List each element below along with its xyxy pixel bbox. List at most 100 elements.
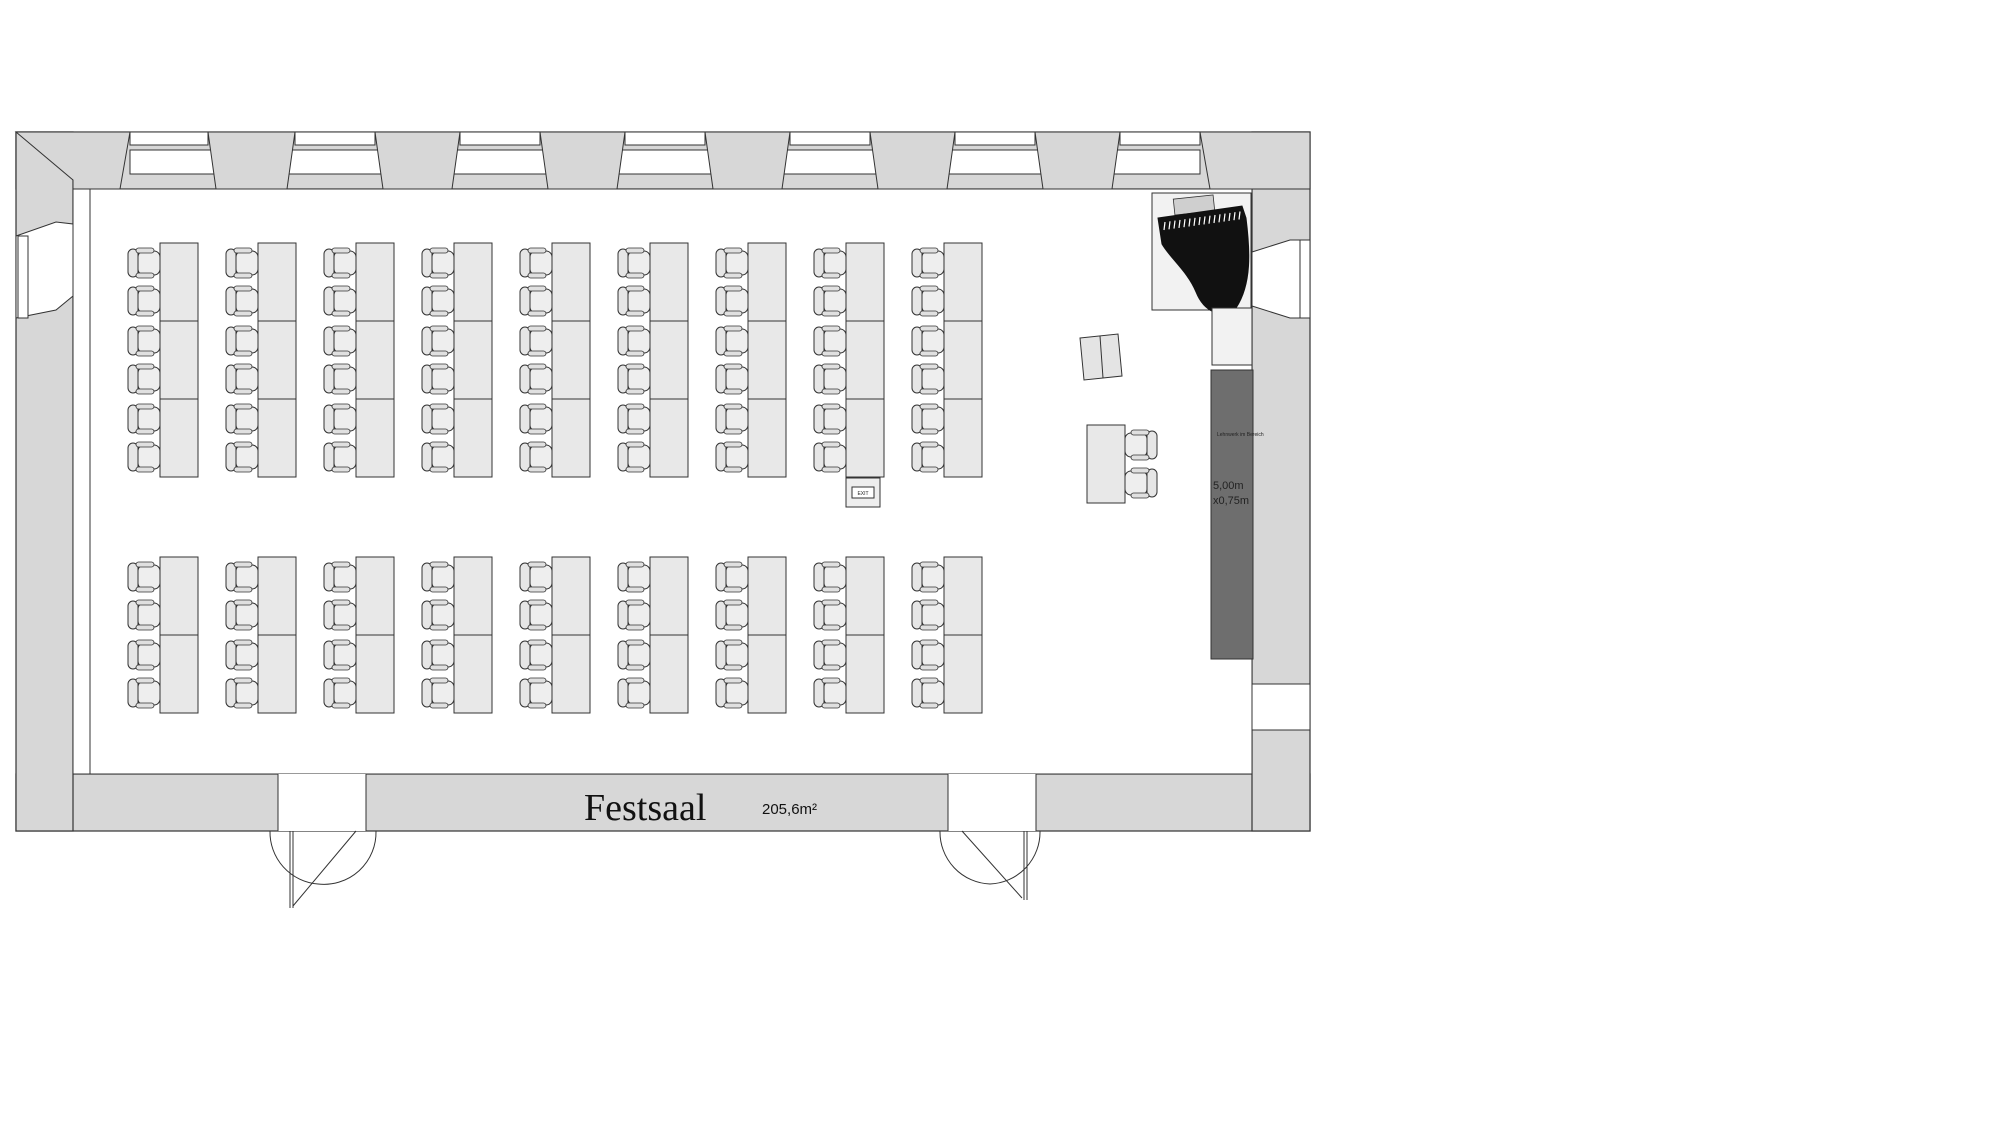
table-group xyxy=(225,634,297,714)
right-wall-opening xyxy=(1251,683,1311,731)
exit-sign-label: EXIT xyxy=(857,491,868,497)
chair-icon xyxy=(519,247,553,279)
chair-icon xyxy=(617,325,651,357)
table-group xyxy=(911,556,983,636)
door-left[interactable] xyxy=(269,774,377,908)
table-icon xyxy=(747,634,787,714)
piano-key xyxy=(1213,214,1216,224)
stage-label: Lehnwerk im Bereich xyxy=(1217,432,1264,438)
chair-icon xyxy=(323,363,357,395)
table-icon xyxy=(257,398,297,478)
table-group xyxy=(911,398,983,478)
chair-icon xyxy=(421,561,455,593)
chair-icon xyxy=(519,403,553,435)
chair-icon xyxy=(519,363,553,395)
chair-icon xyxy=(813,363,847,395)
window-strip xyxy=(129,149,1201,175)
table-icon xyxy=(453,320,493,400)
chair-icon xyxy=(421,285,455,317)
piano-key xyxy=(1168,221,1171,230)
table-group xyxy=(421,398,493,478)
chair-icon xyxy=(715,677,749,709)
chair-icon xyxy=(421,325,455,357)
chair-icon xyxy=(225,599,259,631)
chair-icon xyxy=(715,325,749,357)
chair-icon xyxy=(813,403,847,435)
table-group xyxy=(323,556,395,636)
table-group xyxy=(127,398,199,478)
stage-size-width: 5,00m xyxy=(1213,480,1244,492)
table-icon xyxy=(747,398,787,478)
table-icon xyxy=(257,320,297,400)
chair-icon xyxy=(813,247,847,279)
chair-icon xyxy=(1124,429,1158,461)
chair-icon xyxy=(225,325,259,357)
table-group xyxy=(127,320,199,400)
chair-icon xyxy=(617,599,651,631)
table-icon xyxy=(943,634,983,714)
table-icon xyxy=(1086,424,1126,504)
piano-key xyxy=(1198,217,1201,226)
table-icon xyxy=(453,556,493,636)
piano-key xyxy=(1163,221,1166,231)
table-group xyxy=(617,320,689,400)
table-icon xyxy=(355,398,395,478)
chair-icon xyxy=(617,441,651,473)
table-icon xyxy=(551,242,591,322)
wall-pier xyxy=(1034,131,1121,190)
table-group xyxy=(225,320,297,400)
table-icon xyxy=(453,634,493,714)
seating-layout xyxy=(127,242,983,714)
chair-icon xyxy=(911,285,945,317)
table-group xyxy=(323,634,395,714)
chair-icon xyxy=(127,561,161,593)
chair-icon xyxy=(617,363,651,395)
window-icon xyxy=(954,131,1036,146)
chair-icon xyxy=(715,363,749,395)
chair-icon xyxy=(225,247,259,279)
table-group xyxy=(323,320,395,400)
wall-pier xyxy=(374,131,461,190)
window-left xyxy=(15,221,74,319)
piano-key xyxy=(1208,215,1211,224)
table-group xyxy=(127,242,199,322)
window-icon xyxy=(1119,131,1201,146)
chair-icon xyxy=(421,403,455,435)
chair-icon xyxy=(617,677,651,709)
table-icon xyxy=(551,398,591,478)
chair-icon xyxy=(127,403,161,435)
chair-icon xyxy=(813,677,847,709)
chair-icon xyxy=(225,285,259,317)
window-icon xyxy=(624,131,706,146)
table-icon xyxy=(943,320,983,400)
chair-icon xyxy=(127,285,161,317)
chair-icon xyxy=(323,247,357,279)
wall-pier xyxy=(207,131,296,190)
chair-icon xyxy=(519,639,553,671)
table-icon xyxy=(257,634,297,714)
window-icon xyxy=(129,131,209,146)
chair-icon xyxy=(225,677,259,709)
piano-key xyxy=(1203,216,1206,225)
table-icon xyxy=(943,556,983,636)
table-group xyxy=(813,634,885,714)
chair-icon xyxy=(519,599,553,631)
top-windows xyxy=(14,131,1311,190)
table-group xyxy=(323,242,395,322)
table-group xyxy=(519,320,591,400)
piano-key xyxy=(1223,213,1226,222)
room-area: 205,6m² xyxy=(762,801,817,818)
piano-key xyxy=(1218,214,1221,223)
window-icon xyxy=(1299,239,1311,319)
table-group xyxy=(617,398,689,478)
door-right[interactable] xyxy=(939,774,1041,900)
chair-icon xyxy=(911,561,945,593)
piano-key xyxy=(1188,218,1191,227)
chair-icon xyxy=(323,677,357,709)
table-icon xyxy=(257,556,297,636)
table-icon xyxy=(845,320,885,400)
room-title: Festsaal xyxy=(584,787,706,829)
chair-icon xyxy=(519,325,553,357)
table-group xyxy=(421,320,493,400)
chair-icon xyxy=(813,441,847,473)
